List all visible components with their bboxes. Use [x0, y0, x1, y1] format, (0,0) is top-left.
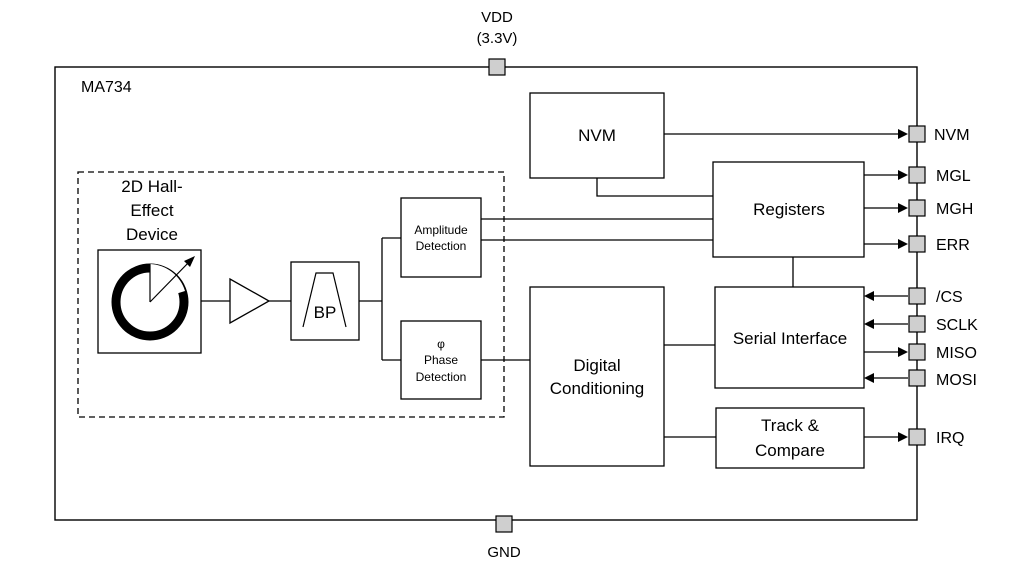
pin-pad-mgh: [908, 199, 926, 217]
track-compare-box: [715, 407, 865, 469]
gnd-label: GND: [487, 544, 521, 561]
pin-label-mgl: MGL: [936, 168, 971, 185]
arrow-irq-out: [898, 432, 908, 442]
amplifier-icon: [229, 277, 271, 325]
bandpass-label: BP: [314, 303, 337, 322]
pin-pad-cs: [908, 287, 926, 305]
wire-nvm-registers: [596, 178, 713, 197]
bandpass-box: [290, 261, 360, 341]
pin-label-nvm: NVM: [934, 127, 970, 144]
pin-pad-mgl: [908, 166, 926, 184]
arrow-sclk-in: [864, 319, 874, 329]
phase-label-line2: Detection: [416, 370, 467, 384]
amplitude-label-line2: Detection: [416, 239, 467, 253]
pin-label-cs: /CS: [936, 289, 963, 306]
amplitude-label-line1: Amplitude: [414, 223, 468, 237]
serial-interface-label: Serial Interface: [733, 329, 847, 348]
arrow-mgh-out: [898, 203, 908, 213]
registers-label: Registers: [753, 200, 825, 219]
registers-box: [712, 161, 865, 258]
pin-pad-irq: [908, 428, 926, 446]
nvm-label: NVM: [578, 126, 616, 145]
hall-ring-icon: [111, 256, 195, 341]
pin-label-err: ERR: [936, 237, 970, 254]
arrow-mosi-in: [864, 373, 874, 383]
track-label-line1: Track &: [761, 416, 820, 435]
gnd-pad: [495, 515, 513, 533]
hall-title-line3: Device: [126, 225, 178, 244]
arrow-cs-in: [864, 291, 874, 301]
pin-label-miso: MISO: [936, 345, 977, 362]
serial-interface-box: [714, 286, 865, 389]
phase-symbol: φ: [437, 337, 445, 351]
arrow-nvm-out: [898, 129, 908, 139]
pin-pad-sclk: [908, 315, 926, 333]
bandpass-shape-icon: [302, 272, 347, 328]
vdd-label: VDD: [481, 9, 513, 26]
phase-detection-box: [400, 320, 482, 400]
vdd-pad: [488, 58, 506, 76]
pin-pad-err: [908, 235, 926, 253]
pin-label-mosi: MOSI: [936, 372, 977, 389]
hall-title-line2: Effect: [130, 201, 173, 220]
chip-name: MA734: [81, 79, 132, 96]
pin-label-irq: IRQ: [936, 430, 964, 447]
digital-label-line2: Conditioning: [550, 379, 645, 398]
vdd-value: (3.3V): [477, 30, 518, 47]
pin-label-sclk: SCLK: [936, 317, 978, 334]
pin-pad-nvm: [908, 125, 926, 143]
amplitude-detection-box: [400, 197, 482, 278]
analog-frontend-region: [77, 171, 505, 418]
arrow-miso-out: [898, 347, 908, 357]
pin-label-mgh: MGH: [936, 201, 973, 218]
pin-pad-miso: [908, 343, 926, 361]
hall-title-line1: 2D Hall-: [121, 177, 182, 196]
digital-label-line1: Digital: [573, 356, 620, 375]
pin-pad-mosi: [908, 369, 926, 387]
arrow-mgl-out: [898, 170, 908, 180]
track-label-line2: Compare: [755, 441, 825, 460]
digital-conditioning-box: [529, 286, 665, 467]
phase-label-line1: Phase: [424, 353, 458, 367]
arrow-err-out: [898, 239, 908, 249]
